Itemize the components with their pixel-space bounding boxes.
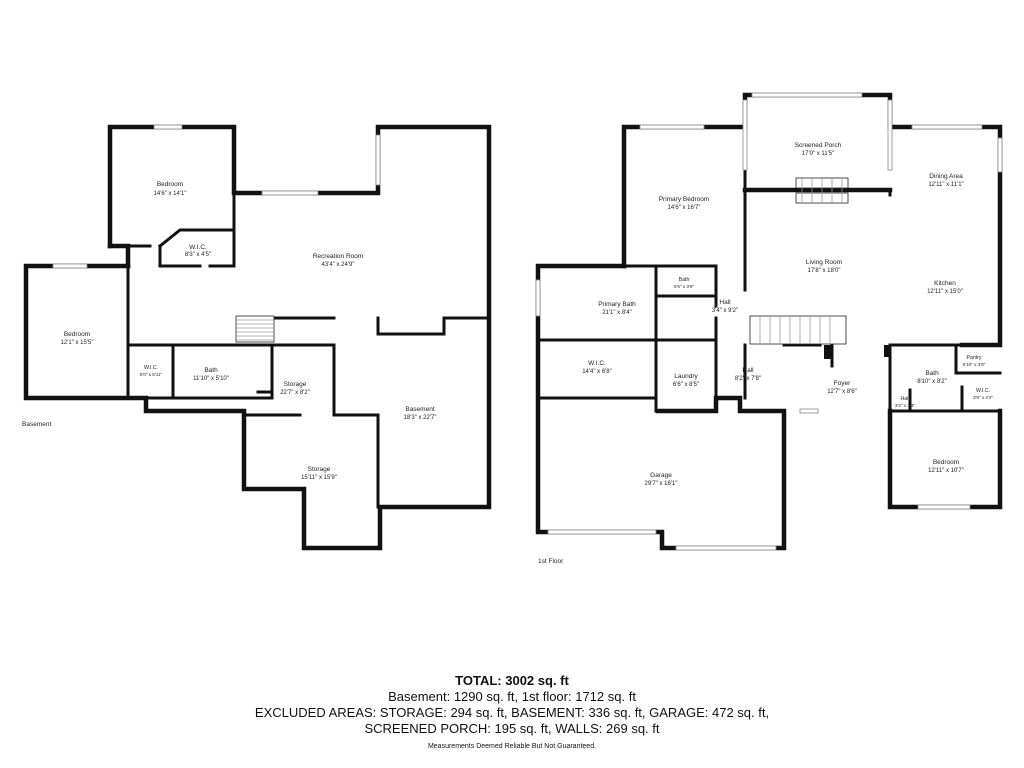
room-dimensions: 5'0" x 5'11" xyxy=(140,372,163,377)
room-dimensions: 6'6" x 8'5" xyxy=(673,382,699,388)
room-dimensions: 12'1" x 15'5" xyxy=(61,340,94,346)
room-dimensions: 21'1" x 8'4" xyxy=(602,310,632,316)
first-floor-window xyxy=(911,124,983,130)
room-dimensions: 8'3" x 4'5" xyxy=(185,252,211,258)
room-dimensions: 5'10" x 3'8" xyxy=(963,362,986,367)
room-name: Storage xyxy=(308,466,331,473)
basement-wic-wall xyxy=(157,228,236,249)
primary-bath-wall xyxy=(654,264,718,342)
room-dimensions: 14'6" x 16'7" xyxy=(668,205,701,211)
excluded-areas-cont: SCREENED PORCH: 195 sq. ft, WALLS: 269 s… xyxy=(364,721,660,736)
room-name: Bath xyxy=(925,370,939,377)
basement-bedroom-wall xyxy=(126,191,236,268)
basement-left-upper-wall xyxy=(107,243,131,269)
first-floor-staircase xyxy=(749,315,847,345)
porch-window xyxy=(751,92,863,98)
first-floor-window xyxy=(639,124,705,130)
room-dimensions: 12'11" x 15'0" xyxy=(927,289,963,295)
room-name: Primary Bedroom xyxy=(659,196,710,203)
room-dimensions: 43'4" x 24'9" xyxy=(322,262,355,268)
column xyxy=(824,345,832,359)
room-dimensions: 12'11" x 10'7" xyxy=(928,468,964,474)
excluded-areas: EXCLUDED AREAS: STORAGE: 294 sq. ft, BAS… xyxy=(254,705,770,720)
basement-storage-wall xyxy=(146,343,336,417)
room-name: Laundry xyxy=(674,373,698,380)
room-name: Bedroom xyxy=(157,181,183,188)
room-dimensions: 6'5" x 3'6" xyxy=(674,284,694,289)
room-dimensions: 3'2" x 3'3" xyxy=(895,403,915,408)
room-name: Living Room xyxy=(806,259,842,266)
basement-window xyxy=(153,124,183,130)
floor-plan-drawing: Basement Bedroom 14'6" x 14'1" W.I.C. 8'… xyxy=(22,92,1003,565)
wic-wall xyxy=(536,338,718,413)
room-dimensions: 11'10" x 5'10" xyxy=(193,376,229,382)
room-name: Pantry xyxy=(967,355,982,361)
room-dimensions: 18'3" x 22'7" xyxy=(404,415,437,421)
room-name: Foyer xyxy=(834,380,851,387)
garage-door xyxy=(547,529,657,535)
room-name: Screened Porch xyxy=(795,142,842,149)
room-dimensions: 3'9" x 4'2" xyxy=(973,395,993,400)
first-floor-window xyxy=(535,279,541,317)
garage-door xyxy=(675,545,777,551)
first-floor-label: 1st Floor xyxy=(538,558,564,565)
room-dimensions: 12'7" x 8'6" xyxy=(827,389,857,395)
room-name: Hall xyxy=(742,367,754,374)
floor-areas: Basement: 1290 sq. ft, 1st floor: 1712 s… xyxy=(388,689,636,704)
room-name: Storage xyxy=(284,381,307,388)
room-dimensions: 3'4" x 9'2" xyxy=(712,308,738,314)
room-name: Dining Area xyxy=(929,173,963,180)
room-name: Garage xyxy=(650,472,672,479)
basement-window xyxy=(261,190,319,196)
basement-bath-wall xyxy=(126,343,336,400)
room-name: W.I.C. xyxy=(189,244,207,251)
room-dimensions: 12'11" x 11'1" xyxy=(928,182,963,188)
first-floor-window xyxy=(997,137,1003,173)
porch-window xyxy=(742,99,748,171)
bath-pantry-wall xyxy=(908,343,1002,413)
disclaimer: Measurements Deemed Reliable But Not Gua… xyxy=(427,743,597,750)
first-floor-plan: 1st Floor Screened Porch 17'0" x 11'5" P… xyxy=(535,92,1003,565)
room-name: W.I.C. xyxy=(976,388,990,394)
room-name: Bedroom xyxy=(64,331,90,338)
first-floor-door xyxy=(799,408,819,414)
basement-window xyxy=(52,263,88,269)
room-name: Bath xyxy=(204,367,218,374)
basement-staircase xyxy=(235,315,275,343)
room-name: Kitchen xyxy=(934,280,956,287)
room-dimensions: 14'4" x 6'8" xyxy=(582,369,612,375)
column xyxy=(884,345,890,357)
room-name: W.I.C. xyxy=(144,365,158,371)
room-dimensions: 14'6" x 14'1" xyxy=(154,191,187,197)
room-dimensions: 29'7" x 16'1" xyxy=(645,481,678,487)
room-name: Hall xyxy=(719,299,731,306)
room-dimensions: 15'11" x 15'9" xyxy=(301,475,337,481)
porch-fireplace xyxy=(795,177,849,204)
room-dimensions: 17'0" x 11'5" xyxy=(802,151,834,157)
room-name: Hall xyxy=(901,396,910,402)
room-name: W.I.C. xyxy=(588,360,606,367)
first-floor-left-wall xyxy=(535,263,787,551)
room-dimensions: 8'2" x 7'8" xyxy=(735,376,761,382)
basement-rec-bottom-wall xyxy=(270,316,491,336)
basement-window xyxy=(375,134,381,186)
basement-floor-label: Basement xyxy=(22,421,51,428)
total-area: TOTAL: 3002 sq. ft xyxy=(455,673,569,688)
first-floor-window xyxy=(917,504,971,510)
basement-right-wall-inner xyxy=(332,413,380,509)
room-name: Bedroom xyxy=(933,459,959,466)
room-name: Recreation Room xyxy=(313,253,364,260)
room-dimensions: 22'7" x 8'2" xyxy=(280,390,310,396)
room-name: Bath xyxy=(679,277,690,283)
room-name: Basement xyxy=(405,406,434,413)
room-dimensions: 17'8" x 18'0" xyxy=(808,268,841,274)
room-dimensions: 8'10" x 8'2" xyxy=(917,379,947,385)
porch-window xyxy=(887,99,893,171)
area-summary: TOTAL: 3002 sq. ft Basement: 1290 sq. ft… xyxy=(0,672,1024,753)
basement-floor-plan: Basement Bedroom 14'6" x 14'1" W.I.C. 8'… xyxy=(22,124,492,551)
room-name: Primary Bath xyxy=(598,301,636,308)
